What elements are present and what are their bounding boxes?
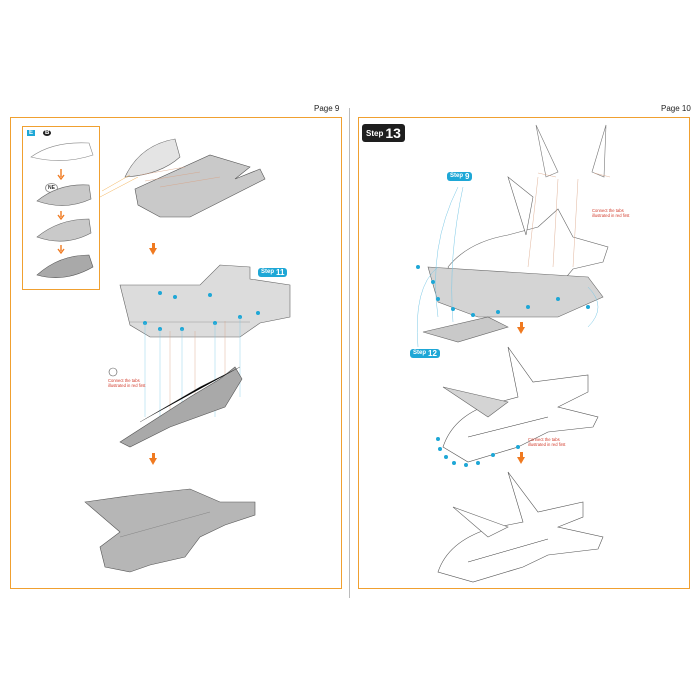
step-9-number: 9 [465,172,470,181]
step-12-word: Step [413,350,427,356]
connect-tabs-note-left: Connect the tabs illustrated in red firs… [108,378,146,388]
down-arrow-3 [517,322,525,334]
step-13-word: Step [366,128,384,138]
parts-inset: E B NE [22,126,100,290]
inset-parts-drawing [30,142,94,278]
step-9-word: Step [450,173,464,179]
page-10-assembly-drawing [416,124,611,583]
step-9-ref-badge: Step 9 [447,172,473,181]
step-11-number: 11 [276,268,285,277]
step-13-number: 13 [385,125,401,141]
down-arrow-2 [149,453,157,465]
step-11-ref-badge: Step 11 [258,268,288,277]
step-12-ref-badge: Step 12 [410,349,440,358]
connect-tabs-note-right-mid: Connect the tabs illustrated in red firs… [528,437,566,447]
part-e-label: E [27,130,36,136]
down-arrow-4 [517,452,525,464]
step-12-number: 12 [428,349,437,358]
part-b-label: B [43,130,52,136]
down-arrow-1 [149,243,157,255]
step-13-badge: Step 13 [362,124,405,142]
step-11-word: Step [261,269,275,275]
page-divider [349,108,350,598]
connect-tabs-note-right-top: Connect the tabs illustrated in red firs… [592,208,630,218]
page-10-label: Page 10 [661,104,691,113]
page-9-label: Page 9 [314,104,340,113]
page-9-assembly-drawing [84,138,291,573]
